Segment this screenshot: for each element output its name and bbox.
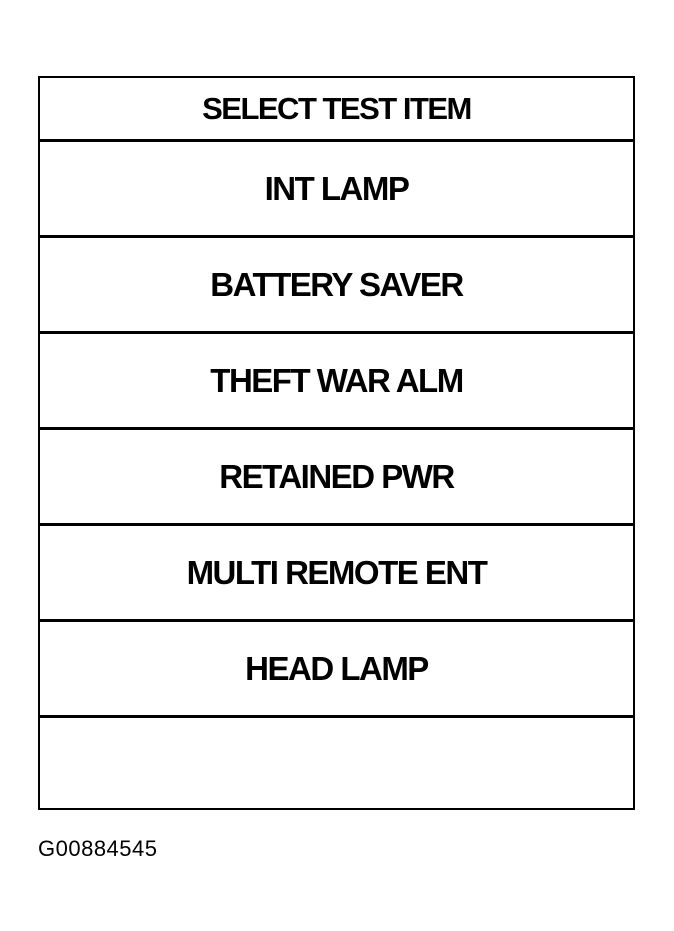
- menu-item-battery-saver[interactable]: BATTERY SAVER: [40, 238, 633, 334]
- menu-item-multi-remote-ent[interactable]: MULTI REMOTE ENT: [40, 526, 633, 622]
- menu-title: SELECT TEST ITEM: [40, 78, 633, 142]
- figure-id-caption: G00884545: [38, 836, 158, 861]
- menu-item-theft-war-alm[interactable]: THEFT WAR ALM: [40, 334, 633, 430]
- menu-item-head-lamp[interactable]: HEAD LAMP: [40, 622, 633, 718]
- menu-empty-row: [40, 718, 633, 808]
- test-item-menu-screen: SELECT TEST ITEM INT LAMP BATTERY SAVER …: [38, 76, 635, 810]
- menu-item-retained-pwr[interactable]: RETAINED PWR: [40, 430, 633, 526]
- menu-item-int-lamp[interactable]: INT LAMP: [40, 142, 633, 238]
